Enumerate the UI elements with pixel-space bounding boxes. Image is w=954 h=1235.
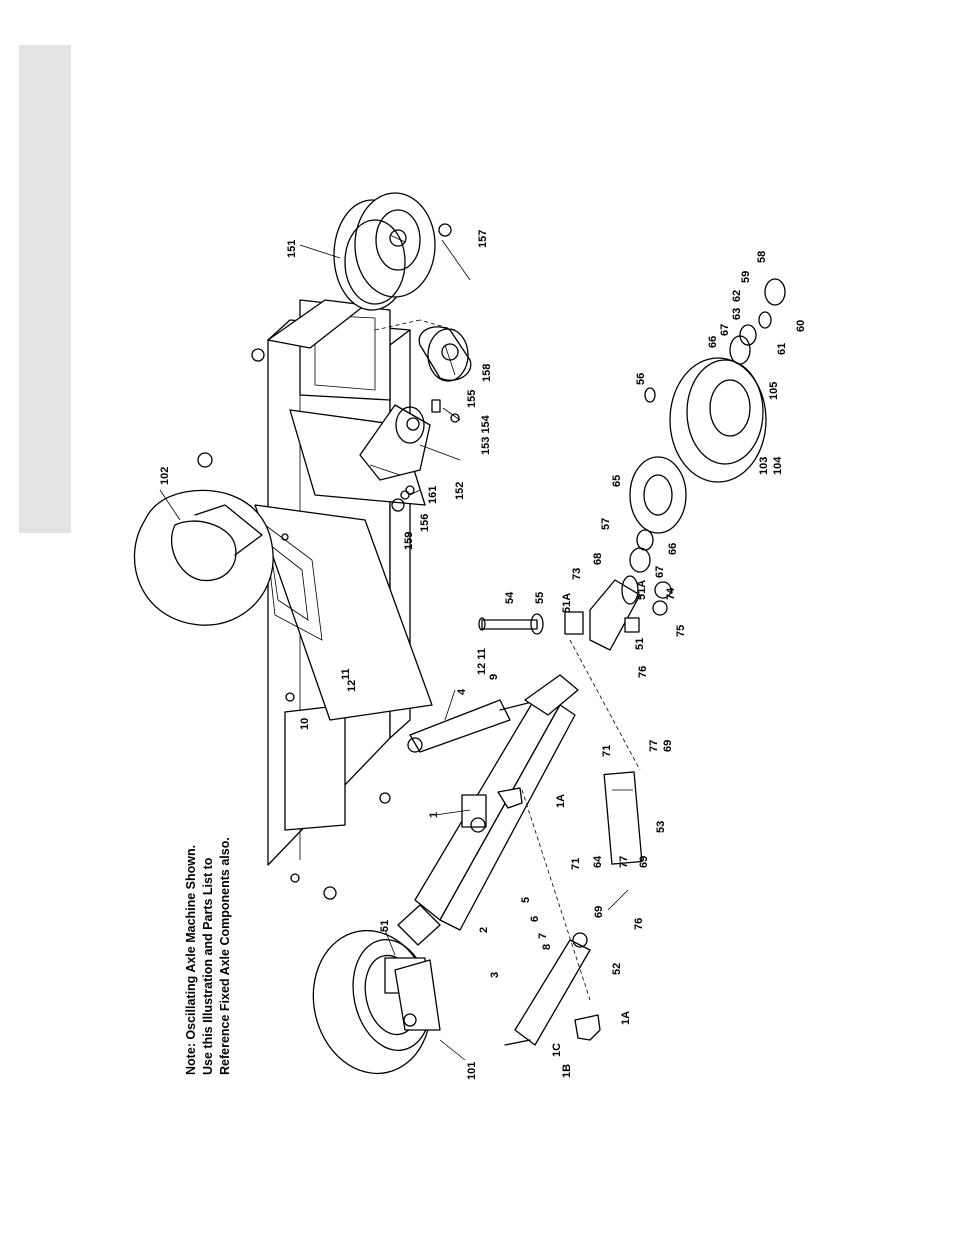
callout-75: 75 bbox=[675, 625, 687, 637]
hub-158 bbox=[418, 326, 472, 382]
callout-51a-top: 51A bbox=[561, 593, 573, 613]
callout-59: 59 bbox=[740, 271, 752, 283]
callout-9: 9 bbox=[488, 674, 500, 680]
callout-153-154: 153 154 bbox=[480, 414, 492, 455]
callout-61: 61 bbox=[776, 343, 788, 355]
callout-1c: 1C bbox=[551, 1043, 563, 1057]
leader-lines bbox=[159, 234, 629, 1061]
callout-102: 102 bbox=[159, 467, 171, 485]
steering-cylinder-52 bbox=[504, 789, 591, 1046]
callout-103: 103 bbox=[758, 457, 770, 475]
callout-3: 3 bbox=[489, 972, 501, 978]
callout-54: 54 bbox=[504, 591, 516, 604]
callout-69a: 69 bbox=[662, 740, 674, 752]
callout-12-11a: 12 11 bbox=[476, 648, 488, 675]
callout-5: 5 bbox=[520, 897, 532, 903]
callout-161: 161 bbox=[427, 486, 439, 504]
callout-159: 159 bbox=[403, 532, 415, 550]
callout-60: 60 bbox=[795, 320, 807, 332]
callout-68: 68 bbox=[592, 553, 604, 565]
pump-152 bbox=[359, 404, 431, 481]
callout-101: 101 bbox=[466, 1062, 478, 1080]
callout-51a-bot: 51A bbox=[636, 580, 648, 600]
callout-71a: 71 bbox=[601, 745, 613, 757]
callout-158: 158 bbox=[481, 364, 493, 382]
callout-1a-top: 1A bbox=[555, 794, 567, 808]
callout-labels: 51 101 102 151 157 158 155 153 154 152 1… bbox=[159, 230, 807, 1080]
note-line-2: Use this Illustration and Parts List to bbox=[201, 857, 215, 1075]
callout-1b: 1B bbox=[561, 1064, 573, 1078]
tie-rod-53 bbox=[569, 639, 643, 865]
callout-62: 62 bbox=[731, 290, 743, 302]
callout-57: 57 bbox=[600, 518, 612, 530]
note-line-1: Note: Oscillating Axle Machine Shown. bbox=[184, 845, 198, 1075]
callout-10: 10 bbox=[299, 718, 311, 730]
callout-74: 74 bbox=[665, 587, 677, 600]
callout-55: 55 bbox=[534, 592, 546, 604]
callout-66a: 66 bbox=[707, 336, 719, 348]
callout-104: 104 bbox=[772, 456, 784, 475]
wheel-bearing-parts bbox=[629, 278, 786, 599]
callout-7: 7 bbox=[537, 933, 549, 939]
spindle-51 bbox=[564, 575, 668, 651]
callout-2: 2 bbox=[478, 927, 490, 933]
callout-51-wheel: 51 bbox=[379, 920, 391, 932]
callout-105: 105 bbox=[768, 382, 780, 400]
rear-wheel-102 bbox=[133, 489, 274, 626]
callout-1: 1 bbox=[428, 812, 440, 818]
callout-76b: 76 bbox=[633, 918, 645, 930]
callout-1a-bot: 1A bbox=[620, 1011, 632, 1025]
hub-65 bbox=[629, 456, 687, 534]
callout-56: 56 bbox=[635, 373, 647, 385]
callout-71b: 71 bbox=[570, 858, 582, 870]
page-side-tab bbox=[19, 45, 71, 533]
callout-67b: 67 bbox=[654, 566, 666, 578]
callout-77b: 77 bbox=[618, 856, 630, 868]
callout-4: 4 bbox=[456, 688, 468, 695]
callout-157: 157 bbox=[477, 230, 489, 248]
bracket-1a bbox=[497, 787, 601, 1041]
callout-156: 156 bbox=[419, 514, 431, 532]
callout-67a: 67 bbox=[719, 324, 731, 336]
callout-77a: 77 bbox=[648, 740, 660, 752]
callout-73: 73 bbox=[571, 568, 583, 580]
note-line-3: Reference Fixed Axle Components also. bbox=[218, 837, 232, 1075]
callout-12b: 12 bbox=[346, 680, 358, 692]
wheel-rim-103 bbox=[669, 357, 767, 483]
callout-65: 65 bbox=[611, 475, 623, 487]
callout-52: 52 bbox=[611, 963, 623, 975]
callout-64: 64 bbox=[592, 855, 604, 868]
callout-58: 58 bbox=[756, 251, 768, 263]
callout-8: 8 bbox=[541, 944, 553, 950]
callout-51-spindle: 51 bbox=[634, 638, 646, 650]
kingpin-54 bbox=[478, 613, 544, 635]
callout-63: 63 bbox=[731, 308, 743, 320]
callout-152: 152 bbox=[454, 482, 466, 500]
front-wheel-101 bbox=[312, 929, 441, 1075]
drive-motor-151 bbox=[333, 192, 436, 311]
callout-69c: 69 bbox=[593, 906, 605, 918]
callout-155: 155 bbox=[466, 390, 478, 408]
callout-53: 53 bbox=[655, 821, 667, 833]
callout-6: 6 bbox=[529, 916, 541, 922]
callout-76a: 76 bbox=[637, 666, 649, 678]
callout-11b: 11 bbox=[340, 668, 352, 680]
callout-69b: 69 bbox=[638, 856, 650, 868]
axle-beam-1 bbox=[397, 674, 579, 946]
callout-151: 151 bbox=[286, 240, 298, 258]
callout-66b: 66 bbox=[667, 543, 679, 555]
small-parts-pump-area bbox=[391, 223, 460, 512]
